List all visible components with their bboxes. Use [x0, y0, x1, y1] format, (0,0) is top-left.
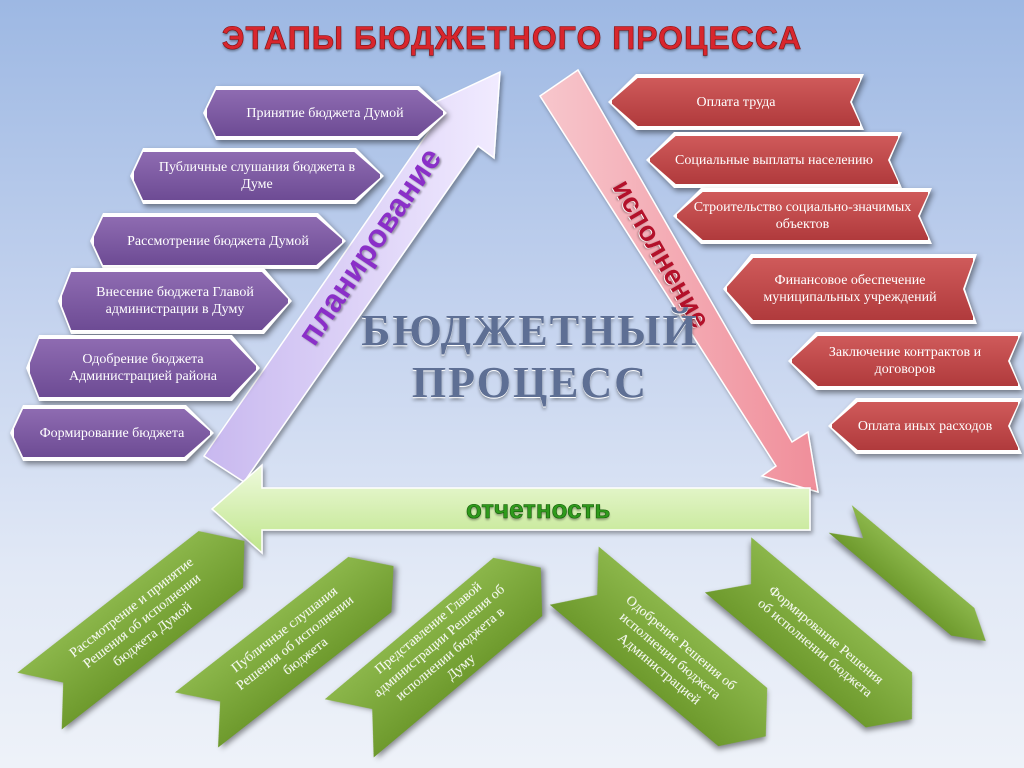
execution-arrow	[538, 68, 819, 494]
planning-item: Рассмотрение бюджета Думой	[92, 215, 344, 267]
planning-item: Публичные слушания бюджета в Думе	[132, 150, 382, 202]
planning-item: Формирование бюджета	[12, 407, 212, 459]
execution-item: Оплата иных расходов	[830, 400, 1020, 452]
reporting-arrow-label: отчетность	[466, 494, 611, 525]
center-title-line2: ПРОЦЕСС	[411, 358, 649, 407]
execution-item: Заключение контрактов и договоров	[790, 334, 1020, 388]
center-title: БЮДЖЕТНЫЙ ПРОЦЕСС	[340, 305, 720, 409]
page-title: ЭТАПЫ БЮДЖЕТНОГО ПРОЦЕССА	[221, 20, 803, 57]
planning-item: Принятие бюджета Думой	[205, 88, 445, 138]
planning-item: Внесение бюджета Главой администрации в …	[60, 270, 290, 332]
planning-item: Одобрение бюджета Администрацией района	[28, 337, 258, 399]
execution-item: Финансовое обеспечение муниципальных учр…	[725, 256, 975, 322]
reporting-arrow	[210, 463, 811, 555]
execution-item: Оплата труда	[610, 76, 862, 128]
execution-item: Строительство социально-значимых объекто…	[675, 190, 930, 242]
center-title-line1: БЮДЖЕТНЫЙ	[361, 306, 699, 355]
execution-item: Социальные выплаты населению	[648, 134, 900, 186]
